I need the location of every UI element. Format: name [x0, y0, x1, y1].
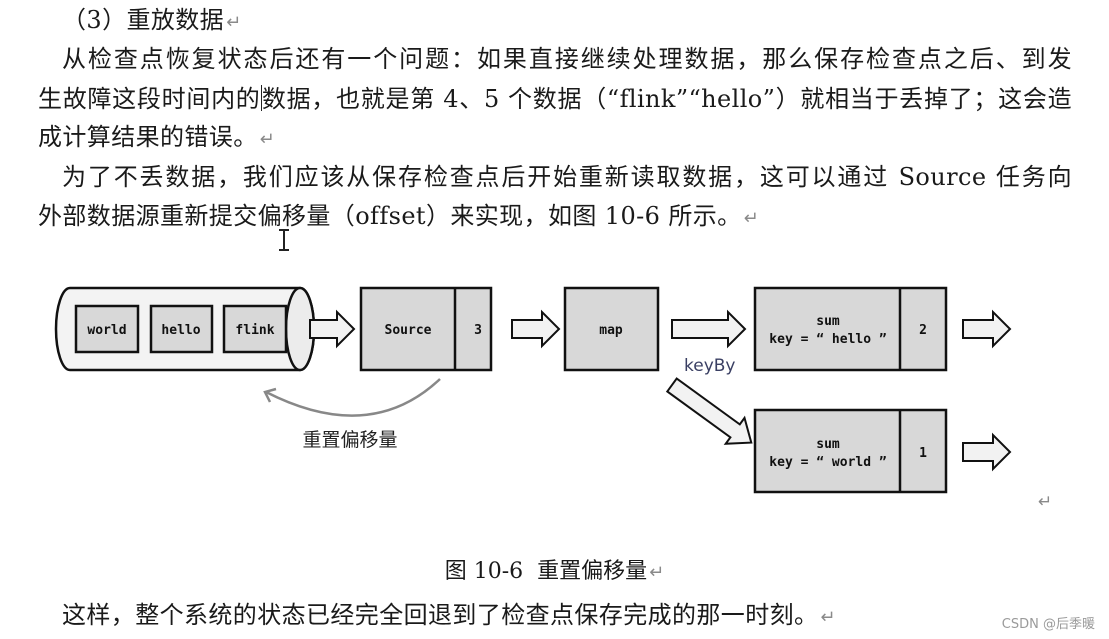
- watermark: CSDN @后季暖: [1001, 617, 1095, 632]
- para3-text: 这样，整个系统的状态已经完全回退到了检查点保存完成的那一时刻。: [62, 601, 819, 629]
- para1-line3: 成计算结果的错误。↵: [38, 122, 1074, 155]
- sum-value: 2: [919, 323, 927, 338]
- sum-box: [753, 408, 948, 494]
- heading-text: （3）重放数据: [62, 6, 225, 34]
- queue-item-label: hello: [161, 323, 200, 338]
- queue-item-label: world: [87, 323, 126, 338]
- map-label: map: [599, 323, 623, 338]
- data-queue: world hello flink: [54, 286, 316, 372]
- source-label: Source: [385, 323, 432, 338]
- paragraph-mark-icon: ↵: [649, 562, 665, 583]
- sum-label: sum: [816, 314, 840, 329]
- para1-line2a: 生故障这段时间内的: [38, 85, 261, 113]
- paragraph-mark-icon: ↵: [1038, 492, 1052, 512]
- reset-offset-curve: [265, 378, 441, 417]
- output-arrow-icon: [962, 309, 1012, 349]
- sum-label: sum: [816, 437, 840, 452]
- paragraph-mark-icon: ↵: [226, 12, 242, 33]
- para2-line1: 为了不丢数据，我们应该从保存检查点后开始重新读取数据，这可以通过 Source …: [62, 163, 1072, 191]
- section-heading: （3）重放数据↵: [62, 5, 1098, 38]
- sum-box: [753, 286, 948, 372]
- para1-line2b: 数据，也就是第 4、5 个数据（“flink”“hello”）就相当于丢掉了；这…: [261, 85, 1072, 113]
- para2-line2-text: 外部数据源重新提交偏移量（offset）来实现，如图 10-6 所示。: [38, 202, 742, 230]
- sum-operator-world: sum key = “ world ” 1: [753, 408, 948, 494]
- reset-offset-label: 重置偏移量: [302, 429, 397, 451]
- queue-item-label: flink: [235, 323, 274, 338]
- sum-key-label: key = “ hello ”: [769, 332, 886, 347]
- flow-arrow-icon: [511, 309, 561, 349]
- sum-operator-hello: sum key = “ hello ” 2: [753, 286, 948, 372]
- queue-item-box: [222, 304, 288, 354]
- para1-line3-text: 成计算结果的错误。: [38, 123, 258, 151]
- flow-arrow-icon: [309, 309, 356, 349]
- reset-arrowhead-icon: [263, 387, 277, 403]
- para3: 这样，整个系统的状态已经完全回退到了检查点保存完成的那一时刻。↵: [62, 600, 1098, 633]
- paragraph-mark-icon: ↵: [743, 208, 760, 229]
- source-box: [359, 286, 493, 372]
- diagonal-flow-arrow-icon: [665, 377, 753, 445]
- output-arrow-icon: [962, 432, 1012, 472]
- caption-text: 图 10-6 重置偏移量: [444, 559, 648, 584]
- para1-line2: 生故障这段时间内的数据，也就是第 4、5 个数据（“flink”“hello”）…: [38, 84, 1072, 114]
- map-operator: map: [563, 286, 660, 372]
- ibeam-cursor-icon: [279, 229, 289, 251]
- source-operator: Source 3: [359, 286, 493, 372]
- figure-diagram: world hello flink Source 3 map keyBy sum…: [54, 286, 1052, 512]
- para2-line2: 外部数据源重新提交偏移量（offset）来实现，如图 10-6 所示。↵: [38, 201, 1074, 234]
- paragraph-mark-icon: ↵: [820, 607, 836, 628]
- map-box: [563, 286, 660, 372]
- queue-item-box: [149, 304, 214, 354]
- figure-caption: 图 10-6 重置偏移量↵: [0, 553, 1109, 585]
- paragraph-mark-icon: ↵: [259, 129, 276, 150]
- flow-arrow-icon: [671, 309, 747, 349]
- sum-value: 1: [919, 446, 927, 461]
- para1-line1: 从检查点恢复状态后还有一个问题：如果直接继续处理数据，那么保存检查点之后、到发: [62, 45, 1072, 73]
- source-offset-value: 3: [474, 323, 482, 338]
- queue-item-box: [74, 304, 140, 354]
- keyby-label: keyBy: [684, 356, 735, 376]
- sum-key-label: key = “ world ”: [769, 455, 886, 470]
- text-cursor: [260, 85, 262, 111]
